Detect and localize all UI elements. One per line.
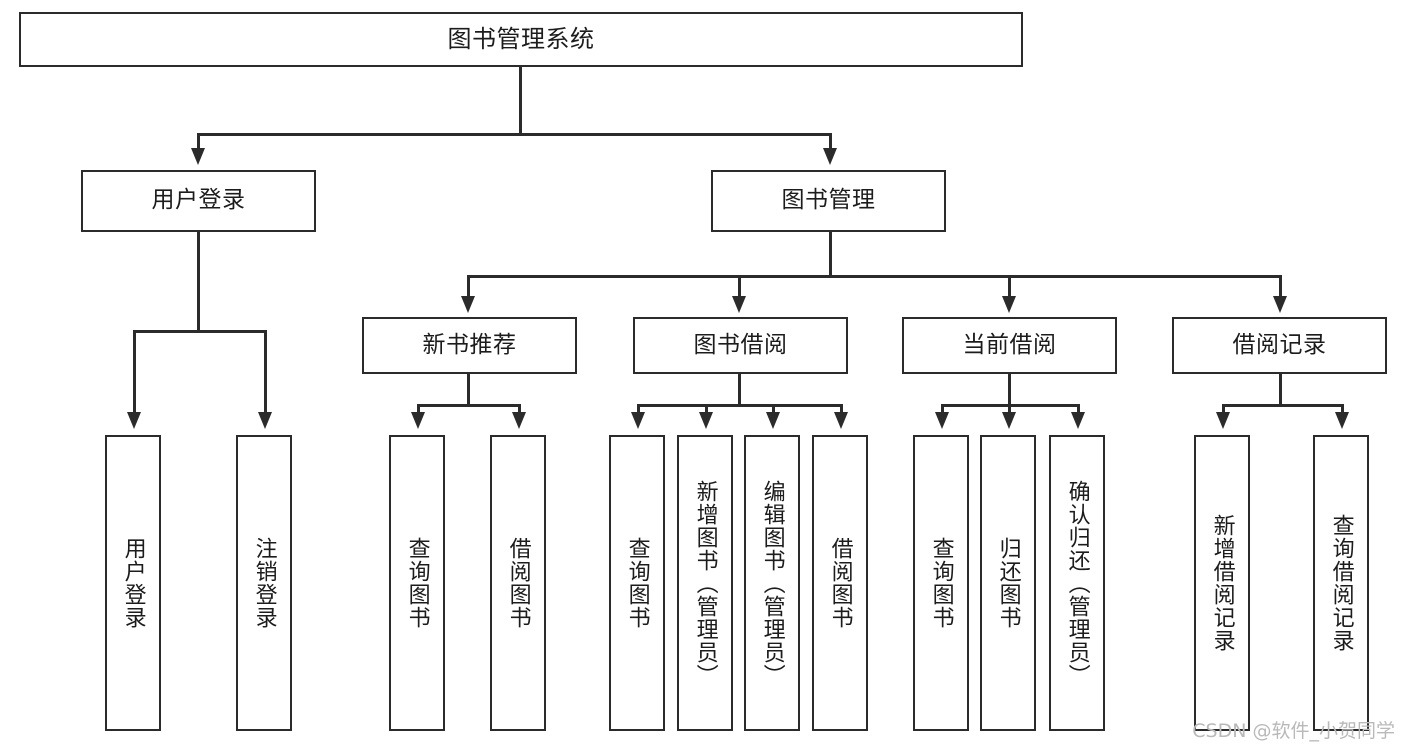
arrow-record-to-leaf-1 — [1215, 412, 1230, 429]
node-leaf-borrow-book-recommend[interactable]: 借阅图书 — [490, 435, 546, 731]
node-leaf-confirm-return-admin[interactable]: 确认归还（管理员） — [1049, 435, 1105, 731]
node-label: 新增图书（管理员） — [692, 479, 718, 687]
arrow-current-to-leaf-3 — [1070, 412, 1085, 429]
node-leaf-borrow-book[interactable]: 借阅图书 — [812, 435, 868, 731]
node-leaf-return-book[interactable]: 归还图书 — [980, 435, 1036, 731]
connector-new-book-to-leaf-2 — [518, 404, 521, 414]
arrow-new-book-to-leaf-1 — [410, 412, 425, 429]
arrow-borrow-to-leaf-1 — [630, 412, 645, 429]
node-label: 查询图书 — [928, 537, 954, 629]
connector-borrow-to-leaf-4 — [840, 404, 843, 414]
arrow-record-to-leaf-2 — [1334, 412, 1349, 429]
arrow-new-book-to-leaf-2 — [511, 412, 526, 429]
connector-book-mgmt-bus — [467, 275, 1279, 278]
node-leaf-add-borrow-record[interactable]: 新增借阅记录 — [1194, 435, 1250, 731]
connector-user-login-stem — [197, 232, 200, 332]
node-label: 确认归还（管理员） — [1064, 479, 1090, 687]
connector-book-mgmt-to-new-book — [467, 275, 470, 297]
node-label: 借阅图书 — [505, 537, 531, 629]
arrow-root-to-book-mgmt — [822, 148, 837, 165]
node-label: 图书借阅 — [693, 331, 788, 358]
node-label: 当前借阅 — [962, 331, 1057, 358]
node-label: 借阅记录 — [1232, 331, 1327, 358]
arrow-borrow-to-leaf-2 — [698, 412, 713, 429]
node-leaf-user-login[interactable]: 用户登录 — [105, 435, 161, 731]
node-leaf-query-borrow-record[interactable]: 查询借阅记录 — [1313, 435, 1369, 731]
connector-current-to-leaf-1 — [941, 404, 944, 414]
arrow-book-mgmt-to-borrow — [731, 296, 746, 313]
connector-borrow-stem — [738, 374, 741, 406]
arrow-book-mgmt-to-record — [1272, 296, 1287, 313]
arrow-borrow-to-leaf-3 — [765, 412, 780, 429]
connector-new-book-to-leaf-1 — [417, 404, 420, 414]
node-label: 用户登录 — [120, 537, 146, 629]
node-book-management[interactable]: 图书管理 — [711, 170, 946, 232]
connector-book-mgmt-stem — [829, 232, 832, 277]
connector-current-stem — [1008, 374, 1011, 406]
arrow-root-to-user-login — [190, 148, 205, 165]
connector-record-bus — [1222, 404, 1341, 407]
connector-record-stem — [1279, 374, 1282, 406]
node-label: 用户登录 — [151, 187, 246, 214]
connector-book-mgmt-to-record — [1279, 275, 1282, 297]
connector-new-book-bus — [417, 404, 518, 407]
arrow-book-mgmt-to-current — [1001, 296, 1016, 313]
connector-root-to-user-login — [197, 133, 200, 151]
node-label: 归还图书 — [995, 537, 1021, 629]
connector-root-bus — [197, 133, 832, 136]
node-label: 编辑图书（管理员） — [759, 479, 785, 687]
node-leaf-logout[interactable]: 注销登录 — [236, 435, 292, 731]
node-new-book-recommend[interactable]: 新书推荐 — [362, 317, 577, 374]
node-leaf-query-book-current[interactable]: 查询图书 — [913, 435, 969, 731]
node-label: 查询借阅记录 — [1328, 514, 1354, 652]
arrow-user-login-to-leaf-2 — [257, 412, 272, 429]
arrow-current-to-leaf-2 — [1001, 412, 1016, 429]
connector-borrow-to-leaf-3 — [772, 404, 775, 414]
connector-new-book-stem — [467, 374, 470, 406]
node-current-borrow[interactable]: 当前借阅 — [902, 317, 1117, 374]
node-label: 新增借阅记录 — [1209, 514, 1235, 652]
connector-current-to-leaf-3 — [1077, 404, 1080, 414]
connector-book-mgmt-to-borrow — [738, 275, 741, 297]
node-label: 图书管理系统 — [447, 25, 595, 54]
connector-current-to-leaf-2 — [1008, 404, 1011, 414]
connector-borrow-to-leaf-1 — [637, 404, 640, 414]
node-borrow-record[interactable]: 借阅记录 — [1172, 317, 1387, 374]
node-label: 查询图书 — [624, 537, 650, 629]
connector-root-stem — [519, 67, 522, 135]
connector-borrow-bus — [637, 404, 840, 407]
node-label: 注销登录 — [251, 537, 277, 629]
csdn-watermark: CSDN @软件_小贺同学 — [1192, 720, 1395, 742]
arrow-borrow-to-leaf-4 — [833, 412, 848, 429]
node-label: 借阅图书 — [827, 537, 853, 629]
node-book-borrow[interactable]: 图书借阅 — [633, 317, 848, 374]
arrow-user-login-to-leaf-1 — [126, 412, 141, 429]
connector-user-login-bus — [133, 330, 264, 333]
node-leaf-add-book-admin[interactable]: 新增图书（管理员） — [677, 435, 733, 731]
connector-user-login-to-leaf-1 — [133, 330, 136, 413]
node-label: 新书推荐 — [422, 331, 517, 358]
connector-record-to-leaf-1 — [1222, 404, 1225, 414]
node-leaf-query-book-borrow[interactable]: 查询图书 — [609, 435, 665, 731]
connector-book-mgmt-to-current — [1008, 275, 1011, 297]
node-user-login[interactable]: 用户登录 — [81, 170, 316, 232]
node-leaf-query-book-recommend[interactable]: 查询图书 — [389, 435, 445, 731]
connector-record-to-leaf-2 — [1341, 404, 1344, 414]
node-label: 图书管理 — [781, 187, 876, 214]
connector-borrow-to-leaf-2 — [705, 404, 708, 414]
node-leaf-edit-book-admin[interactable]: 编辑图书（管理员） — [744, 435, 800, 731]
node-root-book-management-system[interactable]: 图书管理系统 — [19, 12, 1023, 67]
connector-root-to-book-mgmt — [829, 133, 832, 151]
connector-user-login-to-leaf-2 — [264, 330, 267, 413]
arrow-current-to-leaf-1 — [934, 412, 949, 429]
arrow-book-mgmt-to-new-book — [460, 296, 475, 313]
node-label: 查询图书 — [404, 537, 430, 629]
